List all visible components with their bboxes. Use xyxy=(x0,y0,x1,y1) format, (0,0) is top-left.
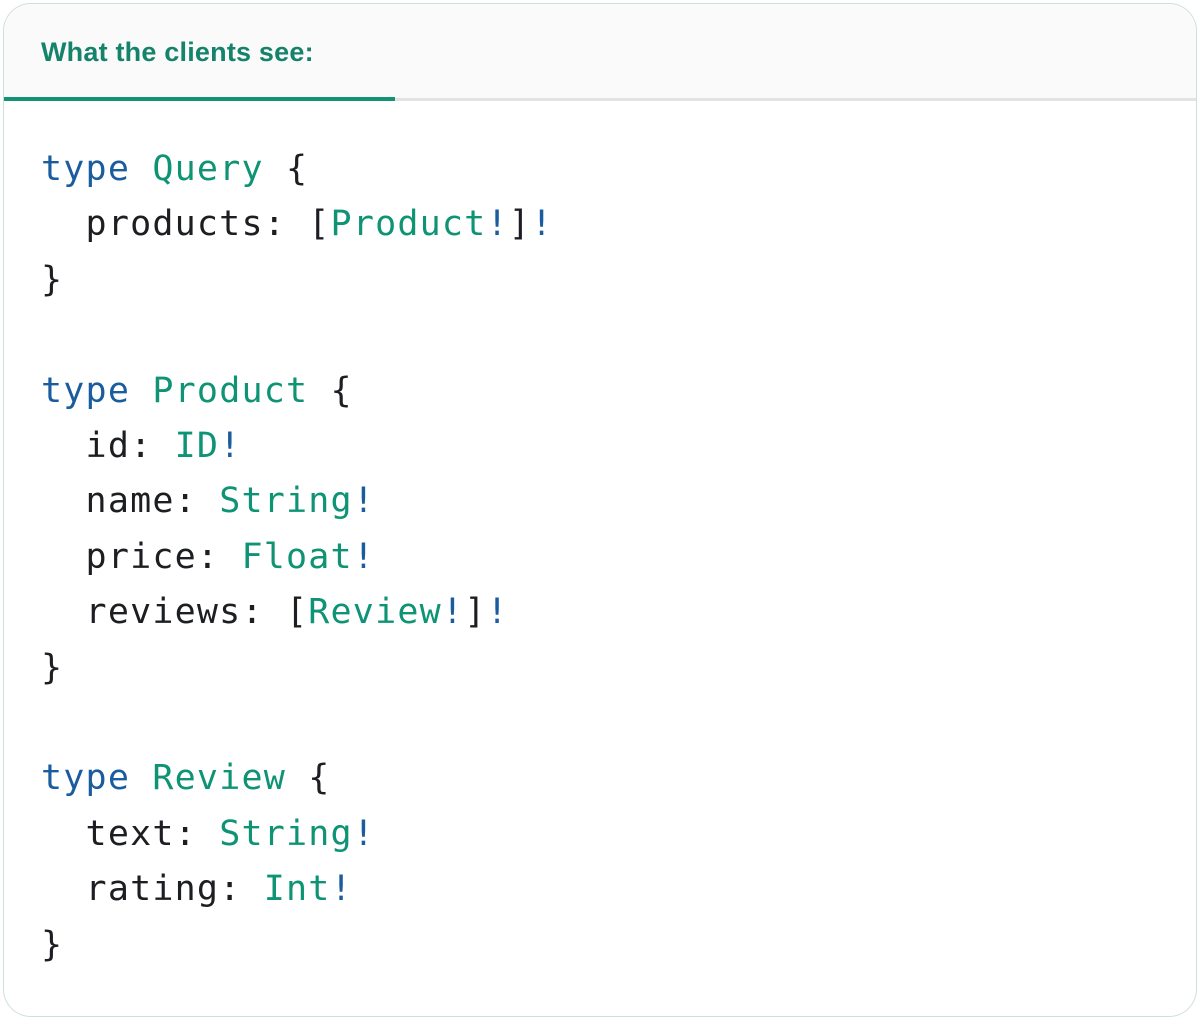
code-line: } xyxy=(41,924,64,965)
code-line: type Review { xyxy=(41,758,331,799)
code-line: price: Float! xyxy=(41,536,376,577)
code-block: type Query { products: [Product!]!} type… xyxy=(4,101,1196,973)
code-line: id: ID! xyxy=(41,426,242,467)
code-line xyxy=(41,308,1166,363)
code-line: type Product { xyxy=(41,370,353,411)
code-line: } xyxy=(41,259,64,300)
code-line: text: String! xyxy=(41,813,376,854)
code-line: name: String! xyxy=(41,481,376,522)
tab-what-clients-see[interactable]: What the clients see: xyxy=(4,4,395,101)
code-line: products: [Product!]! xyxy=(41,204,554,245)
code-line xyxy=(41,696,1166,751)
code-line: type Query { xyxy=(41,149,309,189)
code-line: reviews: [Review!]! xyxy=(41,592,509,633)
code-line: rating: Int! xyxy=(41,869,353,910)
tab-label: What the clients see: xyxy=(41,37,314,67)
schema-panel-card: What the clients see: type Query { produ… xyxy=(3,3,1197,1017)
panel-header: What the clients see: xyxy=(4,4,1196,101)
code-line: } xyxy=(41,647,64,688)
